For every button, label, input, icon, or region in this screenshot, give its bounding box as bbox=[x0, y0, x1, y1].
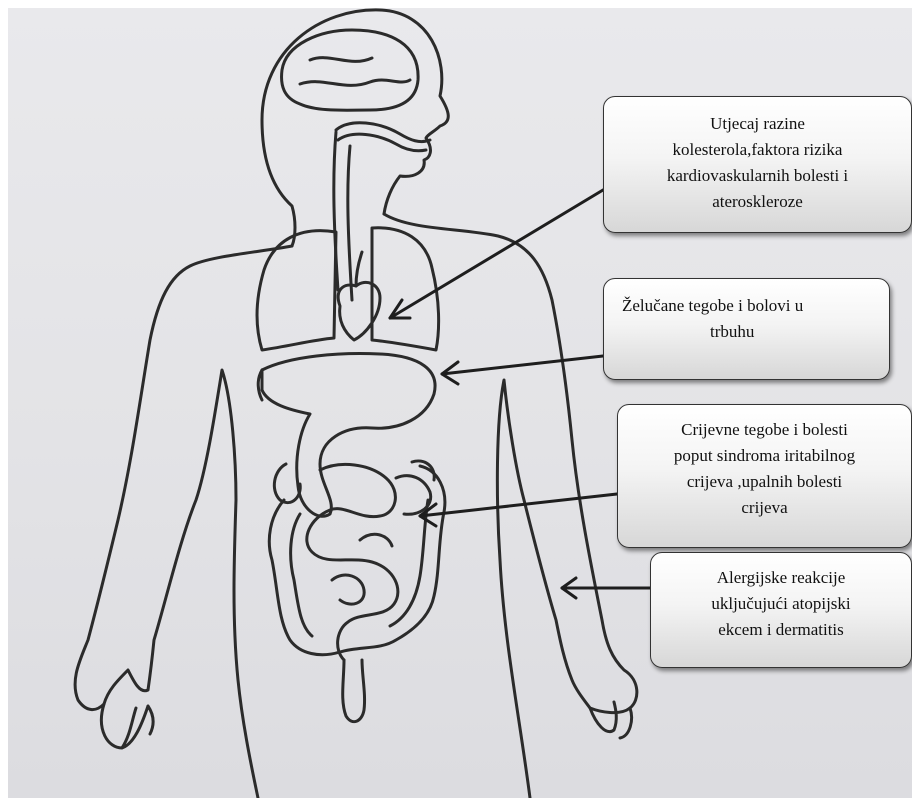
callout-intestine-line-1: Crijevne tegobe i bolesti bbox=[630, 417, 899, 443]
callout-intestine: Crijevne tegobe i bolesti poput sindroma… bbox=[617, 404, 912, 548]
callout-allergy-line-3: ekcem i dermatitis bbox=[663, 617, 899, 643]
torso-left bbox=[75, 246, 292, 798]
arrow-stomach bbox=[442, 356, 603, 374]
neck-outline bbox=[262, 120, 295, 246]
callout-stomach-line-2: trbuhu bbox=[622, 319, 877, 345]
callout-cholesterol-line-3: kardiovaskularnih bolesti i bbox=[616, 163, 899, 189]
callout-intestine-line-4: crijeva bbox=[630, 495, 899, 521]
left-hand bbox=[101, 704, 153, 748]
callout-cholesterol-line-2: kolesterola,faktora rizika bbox=[616, 137, 899, 163]
stomach-shape bbox=[262, 354, 435, 517]
callout-intestine-line-3: crijeva ,upalnih bolesti bbox=[630, 469, 899, 495]
callout-cholesterol-line-4: ateroskleroze bbox=[616, 189, 899, 215]
head-outline bbox=[262, 10, 448, 214]
lung-right bbox=[372, 228, 439, 350]
small-intestine bbox=[307, 464, 398, 660]
heart-shape bbox=[338, 282, 380, 340]
arrow-intestine bbox=[420, 494, 617, 516]
callout-cholesterol-line-1: Utjecaj razine bbox=[616, 111, 899, 137]
right-hand bbox=[590, 702, 632, 738]
brain-outline bbox=[282, 30, 419, 110]
callout-allergy-line-1: Alergijske reakcije bbox=[663, 565, 899, 591]
rectum bbox=[343, 660, 365, 722]
callout-stomach: Želučane tegobe i bolovi u trbuhu bbox=[603, 278, 890, 380]
callout-allergy: Alergijske reakcije uključujući atopijsk… bbox=[650, 552, 912, 668]
callout-cholesterol: Utjecaj razine kolesterola,faktora rizik… bbox=[603, 96, 912, 233]
callout-intestine-line-2: poput sindroma iritabilnog bbox=[630, 443, 899, 469]
callout-stomach-line-1: Želučane tegobe i bolovi u bbox=[622, 293, 877, 319]
callout-allergy-line-2: uključujući atopijski bbox=[663, 591, 899, 617]
arrow-heart bbox=[390, 190, 603, 318]
